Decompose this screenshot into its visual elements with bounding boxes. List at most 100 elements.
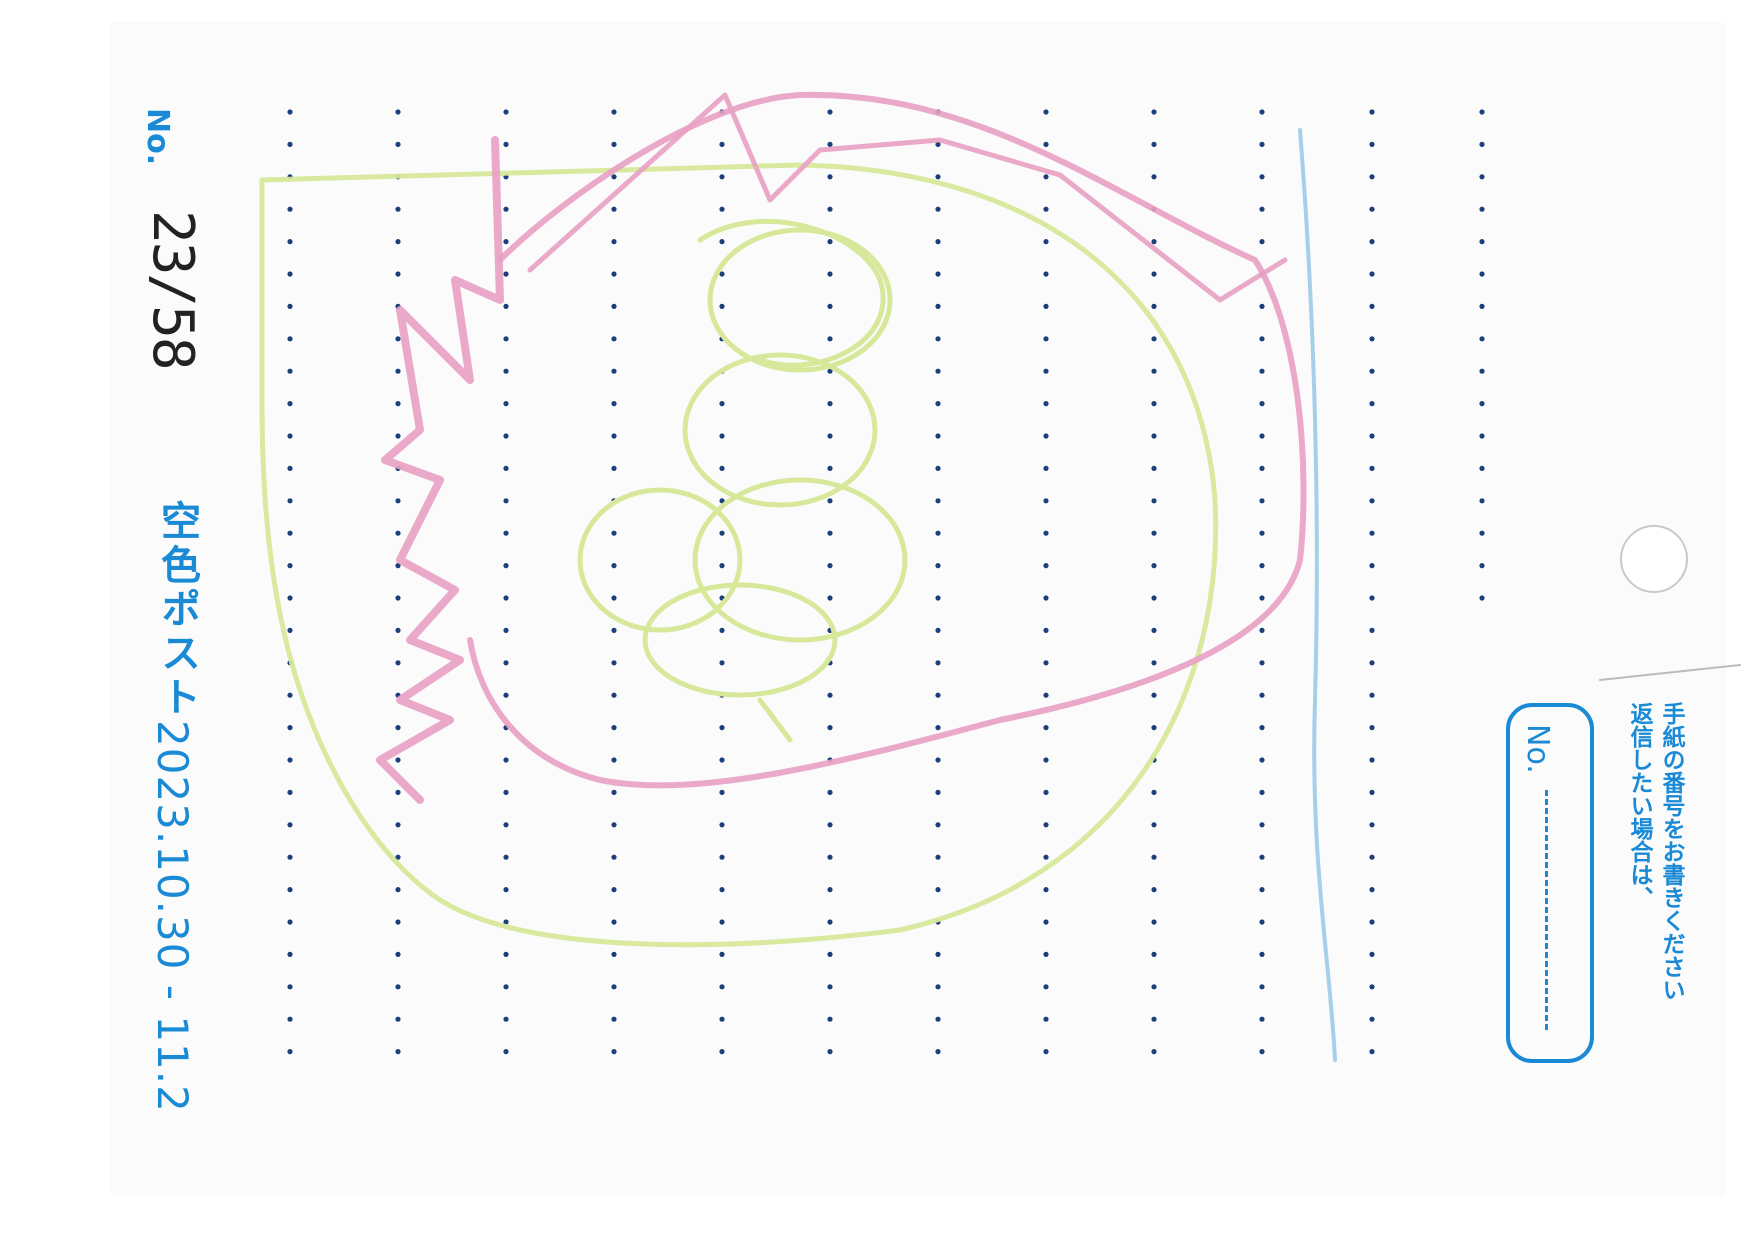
grid-dot bbox=[1151, 725, 1157, 731]
grid-dot bbox=[935, 563, 941, 569]
grid-dot bbox=[287, 887, 293, 893]
grid-dot bbox=[1369, 206, 1375, 212]
green-crayon-outline bbox=[259, 162, 1219, 948]
grid-dot bbox=[827, 822, 833, 828]
grid-dot bbox=[1151, 141, 1157, 147]
grid-dot bbox=[935, 498, 941, 504]
grid-dot bbox=[611, 530, 617, 536]
grid-dot bbox=[1259, 206, 1265, 212]
grid-dot bbox=[1369, 854, 1375, 860]
grid-dot bbox=[611, 141, 617, 147]
grid-dot bbox=[935, 854, 941, 860]
grid-dot bbox=[503, 660, 509, 666]
grid-dot bbox=[1043, 498, 1049, 504]
grid-dot bbox=[287, 303, 293, 309]
grid-dot bbox=[1369, 303, 1375, 309]
grid-dot bbox=[1151, 530, 1157, 536]
grid-dot bbox=[719, 174, 725, 180]
grid-dot bbox=[611, 725, 617, 731]
grid-dot bbox=[1369, 563, 1375, 569]
grid-dot bbox=[287, 336, 293, 342]
green-scribble bbox=[682, 352, 878, 508]
grid-dot bbox=[1369, 660, 1375, 666]
grid-dot bbox=[395, 725, 401, 731]
grid-dot bbox=[719, 303, 725, 309]
grid-dot bbox=[827, 854, 833, 860]
grid-dot bbox=[1259, 660, 1265, 666]
grid-dot bbox=[611, 1016, 617, 1022]
grid-dot bbox=[1151, 919, 1157, 925]
grid-dot bbox=[611, 854, 617, 860]
grid-dot bbox=[503, 303, 509, 309]
grid-dot bbox=[719, 433, 725, 439]
brand-name: 空色ポスト bbox=[154, 500, 200, 720]
grid-dot bbox=[827, 303, 833, 309]
grid-dot bbox=[1259, 595, 1265, 601]
grid-dot bbox=[827, 433, 833, 439]
grid-dot bbox=[1043, 692, 1049, 698]
grid-dot bbox=[1043, 141, 1049, 147]
grid-dot bbox=[1479, 563, 1485, 569]
grid-dot bbox=[503, 984, 509, 990]
grid-dot bbox=[1369, 984, 1375, 990]
grid-dot bbox=[1369, 465, 1375, 471]
grid-dot bbox=[611, 563, 617, 569]
grid-dot bbox=[1043, 1016, 1049, 1022]
grid-dot bbox=[1259, 692, 1265, 698]
reply-instruction-line1: 返信したい場合は、 bbox=[1626, 702, 1652, 909]
grid-dot bbox=[719, 206, 725, 212]
grid-dot bbox=[827, 336, 833, 342]
pink-crayon-outline bbox=[467, 91, 1307, 789]
letter-card bbox=[112, 24, 1724, 1194]
grid-dot bbox=[287, 692, 293, 698]
grid-dot bbox=[1259, 109, 1265, 115]
grid-dot bbox=[1151, 174, 1157, 180]
grid-dot bbox=[1151, 109, 1157, 115]
grid-dot bbox=[395, 271, 401, 277]
grid-dot bbox=[1479, 433, 1485, 439]
grid-dot bbox=[611, 887, 617, 893]
grid-dot bbox=[1369, 822, 1375, 828]
grid-dot bbox=[1043, 1049, 1049, 1055]
grid-dot bbox=[1369, 271, 1375, 277]
grid-dot bbox=[1043, 627, 1049, 634]
grid-dot bbox=[1259, 174, 1265, 180]
grid-dot bbox=[1259, 303, 1265, 309]
grid-dot bbox=[1479, 174, 1485, 180]
grid-dot bbox=[611, 239, 617, 245]
grid-dot bbox=[1369, 757, 1375, 763]
grid-dot bbox=[1369, 595, 1375, 601]
grid-dot bbox=[395, 530, 401, 536]
grid-dot bbox=[395, 660, 401, 666]
grid-dot bbox=[935, 692, 941, 698]
grid-dot bbox=[503, 627, 509, 634]
grid-dot bbox=[611, 271, 617, 277]
grid-dot bbox=[827, 984, 833, 990]
grid-dot bbox=[503, 465, 509, 471]
grid-dot bbox=[1369, 239, 1375, 245]
grid-dot bbox=[1369, 692, 1375, 698]
grid-dot bbox=[1259, 919, 1265, 925]
grid-dot bbox=[827, 951, 833, 958]
grid-dot bbox=[611, 789, 617, 796]
grid-dot bbox=[287, 465, 293, 471]
grid-dot bbox=[719, 271, 725, 277]
grid-dot bbox=[1043, 725, 1049, 731]
grid-dot bbox=[719, 530, 725, 536]
grid-dot bbox=[935, 984, 941, 990]
grid-dot bbox=[827, 141, 833, 147]
grid-dot bbox=[503, 141, 509, 147]
grid-dot bbox=[1151, 303, 1157, 309]
grid-dot bbox=[1259, 1049, 1265, 1055]
grid-dot bbox=[395, 854, 401, 860]
grid-dot bbox=[395, 789, 401, 796]
grid-dot bbox=[827, 595, 833, 601]
grid-dot bbox=[611, 951, 617, 958]
grid-dot bbox=[1043, 563, 1049, 569]
grid-dot bbox=[719, 725, 725, 731]
grid-dot bbox=[287, 368, 293, 374]
grid-dot bbox=[503, 595, 509, 601]
grid-dot bbox=[935, 141, 941, 147]
